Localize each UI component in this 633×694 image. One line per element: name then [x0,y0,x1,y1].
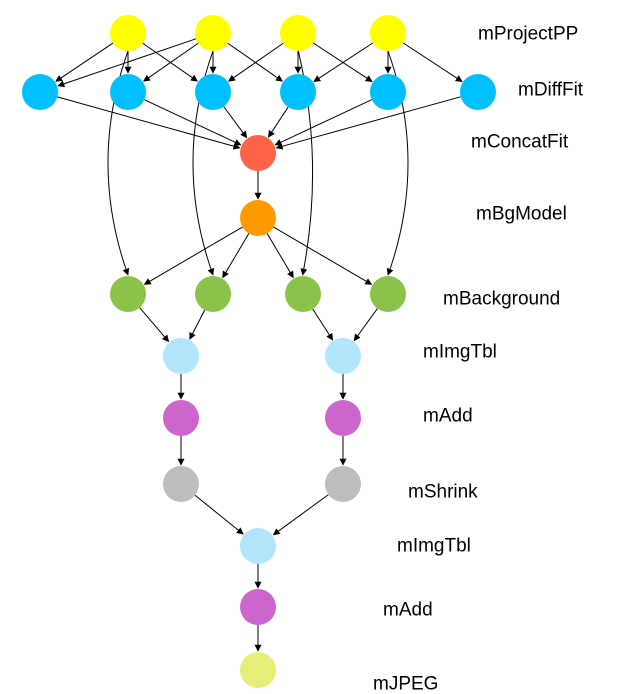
stage-label-mimgtbl: mImgTbl [423,341,497,363]
edge-13 [57,96,241,150]
stage-label-mshrink: mShrink [408,481,478,503]
edge-29 [189,309,206,340]
edge-34 [194,494,244,535]
stage-label-mimgtbl-2: mImgTbl [397,535,471,557]
stage-label-mjpeg: mJPEG [373,673,439,694]
node-mdifffit-4 [280,74,316,110]
edge-30 [312,308,334,341]
edge-0 [55,42,114,82]
stage-label-mconcatfit: mConcatFit [471,131,569,153]
edge-3 [57,38,197,88]
edge-28 [139,307,170,343]
node-mbackground-3 [285,276,321,312]
node-mdifffit-3 [195,74,231,110]
edge-18 [275,96,461,150]
node-mimgtbl-2-1 [240,528,276,564]
node-mprojectpp-2 [195,15,231,51]
stage-label-mdifffit: mDiffFit [518,79,584,101]
edge-10 [313,42,374,83]
node-mbackground-4 [370,276,406,312]
stage-label-madd: mAdd [423,405,473,427]
nodes-layer [22,15,496,688]
edge-12 [402,42,463,83]
edge-37 [272,494,329,536]
edge-16 [268,106,289,138]
edge-4 [143,42,199,82]
stage-label-mprojectpp: mProjectPP [478,23,579,45]
node-mdifffit-2 [110,74,146,110]
node-mbackground-2 [195,276,231,312]
node-mprojectpp-4 [370,15,406,51]
edge-14 [144,99,242,146]
edge-17 [274,99,372,146]
node-madd-1-1 [163,400,199,436]
node-mimgtbl-1-2 [325,338,361,374]
node-mdifffit-1 [22,74,58,110]
edge-31 [353,308,378,342]
edge-25 [222,233,250,279]
edge-24 [143,226,243,285]
stage-label-mbgmodel: mBgModel [476,203,567,225]
node-mshrink-1 [163,466,199,502]
edge-7 [228,42,284,82]
node-mjpeg-1 [240,652,276,688]
edge-15 [223,106,248,139]
stage-label-mbackground: mBackground [443,288,561,310]
node-mdifffit-5 [370,74,406,110]
node-mbackground-1 [110,276,146,312]
edges-layer [55,38,463,652]
edge-27 [273,226,373,285]
node-mbgmodel-1 [240,200,276,236]
node-mshrink-2 [325,466,361,502]
node-madd-2-1 [240,589,276,625]
node-madd-1-2 [325,400,361,436]
stage-label-madd-2: mAdd [383,599,433,621]
node-mprojectpp-3 [280,15,316,51]
node-mimgtbl-1-1 [163,338,199,374]
node-mconcatfit-1 [240,135,276,171]
node-mprojectpp-1 [110,15,146,51]
edge-26 [266,233,294,279]
node-mdifffit-6 [460,74,496,110]
